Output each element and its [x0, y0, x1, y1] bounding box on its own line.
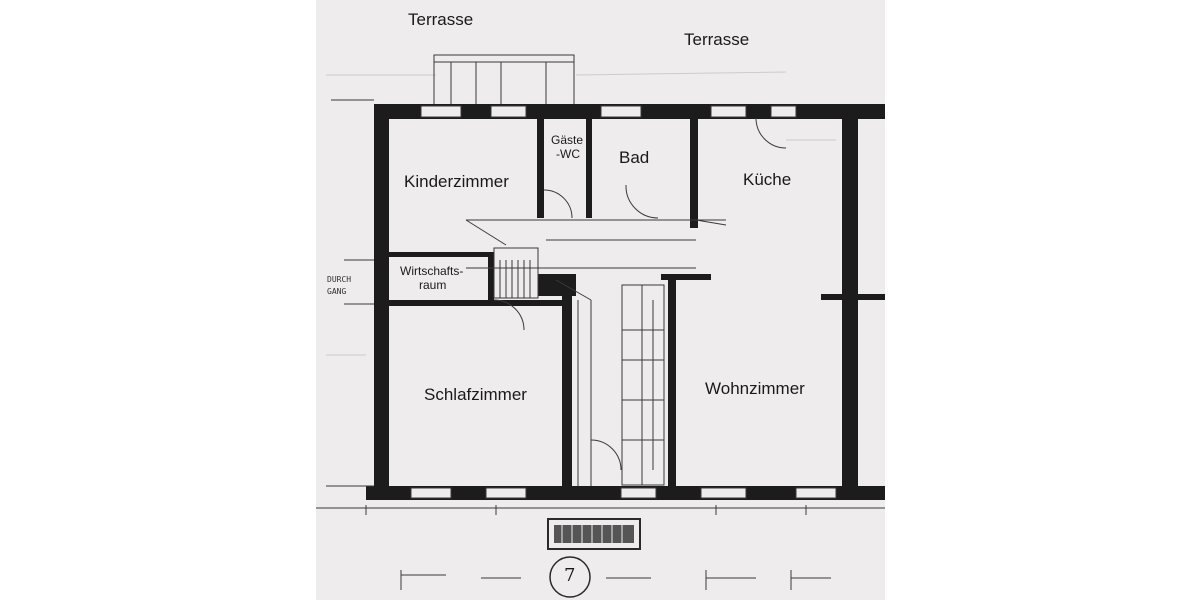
sheet-number: 7	[564, 565, 576, 586]
interior-lines	[326, 99, 787, 487]
room-label-kueche: Küche	[743, 170, 792, 189]
scan-artefacts	[326, 71, 836, 356]
terrace-left-label: Terrasse	[408, 10, 474, 29]
sheet-number-circle	[549, 556, 591, 598]
room-label-gaeste-wc-1: Gäste	[551, 133, 584, 147]
room-label-gaeste-wc-2: -WC	[556, 147, 580, 161]
windows	[410, 105, 837, 499]
passage-label-2: GANG	[327, 287, 347, 296]
room-label-kinderzimmer: Kinderzimmer	[404, 172, 509, 191]
terrace-right-label: Terrasse	[684, 30, 750, 49]
terrace-railing	[433, 54, 575, 106]
passage-label-1: DURCH	[327, 275, 352, 284]
entrance-grate	[547, 518, 641, 550]
room-label-wirtschaftsraum-1: Wirtschafts-	[400, 264, 464, 278]
room-label-wohnzimmer: Wohnzimmer	[705, 379, 805, 398]
floor-plan-sheet: Terrasse Terrasse Kinderzimmer Gäste -WC…	[316, 0, 885, 600]
dimension-lines	[316, 505, 885, 590]
floor-plan-drawing	[316, 54, 885, 598]
room-label-wirtschaftsraum-2: raum	[419, 278, 447, 292]
room-label-schlafzimmer: Schlafzimmer	[424, 385, 527, 404]
room-label-bad: Bad	[619, 148, 650, 167]
